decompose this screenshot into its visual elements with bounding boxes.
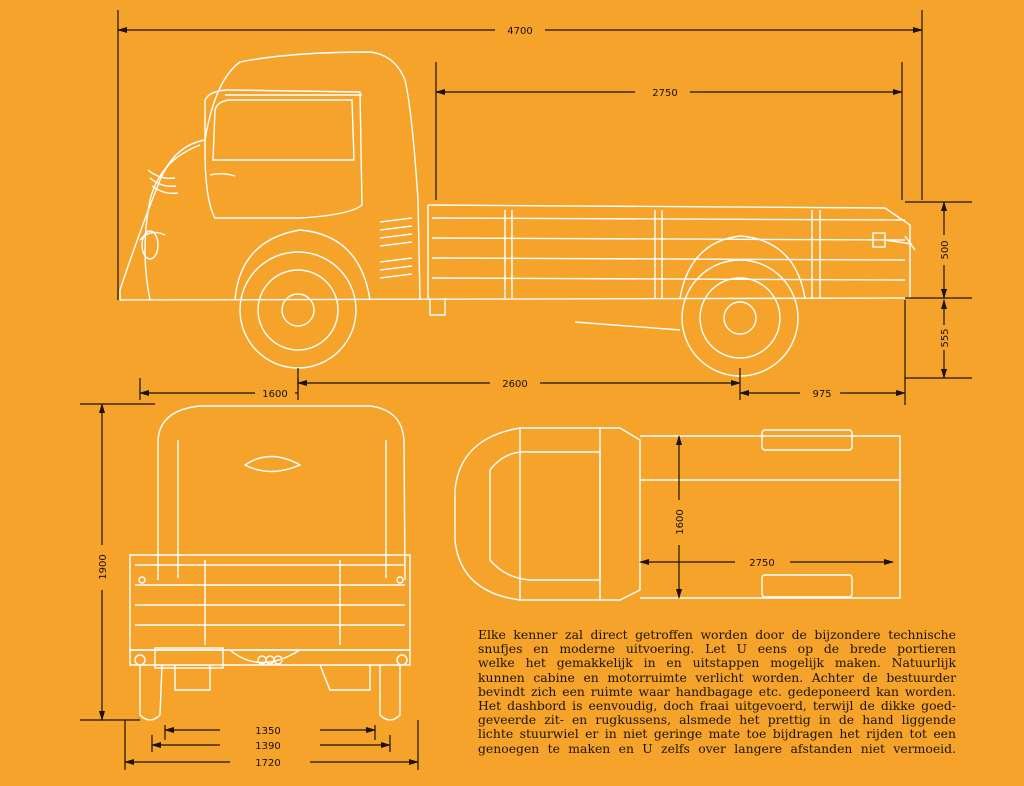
description-line: Elke kenner zal direct getroffen worden … <box>478 627 956 642</box>
description-line: kunnen cabine en motorruimte verlicht wo… <box>478 669 956 685</box>
dim-wheelbase: 2600 <box>502 379 527 390</box>
dim-width-1390: 1390 <box>255 741 280 752</box>
description-line: welke het gemakkelijk in en uitstappen m… <box>478 655 956 671</box>
side-view-truck <box>119 51 916 377</box>
dim-cargo-length: 2750 <box>652 88 677 99</box>
description-line: bevindt zich een ruimte waar handbagage … <box>478 683 956 699</box>
description-line: lichte stuurwiel er in niet geringe mate… <box>478 726 956 742</box>
dim-width-1720: 1720 <box>255 758 280 769</box>
description-line: snufjes en moderne uitvoering. Let U een… <box>478 641 956 657</box>
dim-width-1350: 1350 <box>255 726 280 737</box>
dim-front-track: 1600 <box>262 389 287 400</box>
dim-floor-height: 555 <box>940 328 951 347</box>
dim-overall-length: 4700 <box>507 26 532 37</box>
dim-top-bed-width: 1600 <box>675 509 686 534</box>
dim-rear-overhang: 975 <box>812 389 831 400</box>
description-line: Het dashbord is eenvoudig, doch fraai ui… <box>478 698 956 714</box>
front-view-truck <box>129 405 411 721</box>
description-line: genoegen te maken en U zelfs over langer… <box>478 740 956 756</box>
top-view-truck <box>454 427 901 601</box>
dim-bed-height: 500 <box>940 240 951 259</box>
dim-front-height: 1900 <box>98 554 109 579</box>
description-line: geveerde zit- en rugkussens, alsmede het… <box>478 712 956 728</box>
dimension-lines <box>80 10 972 770</box>
dim-top-bed-length: 2750 <box>749 558 774 569</box>
description-text: Elke kenner zal direct getroffen worden … <box>478 627 956 756</box>
